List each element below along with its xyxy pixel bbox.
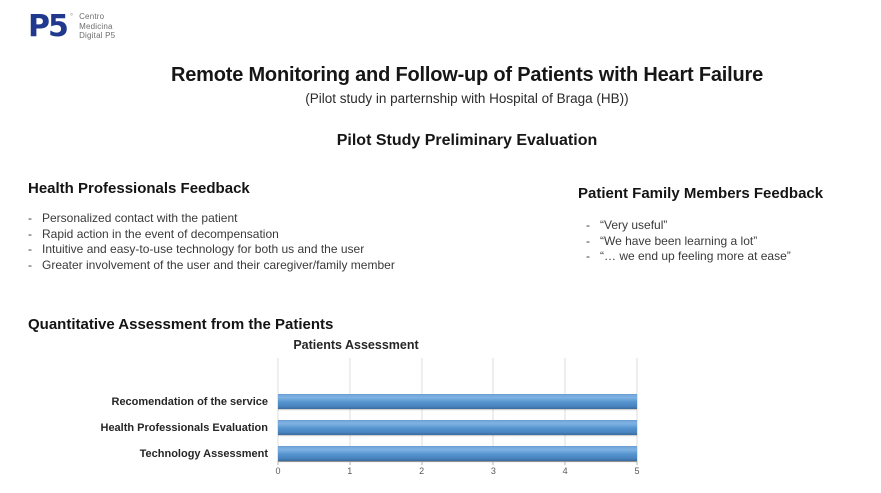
gridline bbox=[492, 358, 494, 461]
gridline bbox=[564, 358, 566, 461]
bullet-item: -Intuitive and easy-to-use technology fo… bbox=[28, 242, 538, 258]
bullet-text: Rapid action in the event of decompensat… bbox=[42, 226, 279, 241]
chart-title: Patients Assessment bbox=[293, 338, 419, 352]
family-members-panel: Patient Family Members Feedback -“Very u… bbox=[578, 185, 868, 265]
bullet-text: “… we end up feeling more at ease” bbox=[600, 249, 791, 263]
x-tick-label: 1 bbox=[347, 466, 353, 476]
logo-p5-icon: P5 bbox=[28, 9, 69, 44]
chart-category-label: Technology Assessment bbox=[139, 447, 268, 460]
header: Remote Monitoring and Follow-up of Patie… bbox=[53, 64, 881, 106]
bullet-item: -Greater involvement of the user and the… bbox=[28, 258, 538, 274]
x-tick-label: 0 bbox=[275, 466, 281, 476]
bar bbox=[278, 420, 637, 435]
logo-text-line: Centro bbox=[79, 12, 105, 21]
bullet-dash-icon: - bbox=[586, 218, 590, 232]
chart-category-label: Recomendation of the service bbox=[111, 395, 269, 408]
health-professionals-heading: Health Professionals Feedback bbox=[28, 180, 250, 197]
tick-mark bbox=[636, 461, 638, 465]
chart-x-axis: 0 1 2 3 4 5 bbox=[275, 466, 640, 480]
bullet-dash-icon: - bbox=[28, 257, 32, 272]
section-title: Pilot Study Preliminary Evaluation bbox=[336, 132, 598, 149]
gridline bbox=[421, 358, 423, 461]
health-feedback-list: -Personalized contact with the patient-R… bbox=[28, 211, 538, 273]
bullet-dash-icon: - bbox=[28, 211, 32, 225]
bullet-item: -“… we end up feeling more at ease” bbox=[586, 249, 868, 265]
gridline bbox=[349, 358, 351, 461]
bullet-dash-icon: - bbox=[28, 226, 32, 241]
bullet-item: -Rapid action in the event of decompensa… bbox=[28, 227, 538, 243]
bullet-dash-icon: - bbox=[28, 242, 32, 256]
family-feedback-list: -“Very useful”-“We have been learning a … bbox=[586, 218, 868, 265]
chart-category-label: Health Professionals Evaluation bbox=[100, 421, 269, 434]
logo-text: Centro Medicina Digital P5 bbox=[79, 12, 115, 41]
tick-mark bbox=[277, 461, 279, 465]
chart-plot bbox=[277, 358, 638, 465]
bullet-dash-icon: - bbox=[586, 233, 590, 248]
slide-subtitle: (Pilot study in parternship with Hospita… bbox=[305, 91, 629, 106]
tick-mark bbox=[421, 461, 423, 465]
x-tick-label: 3 bbox=[490, 466, 496, 476]
bullet-text: “Very useful” bbox=[600, 218, 668, 232]
bullet-dash-icon: - bbox=[586, 249, 590, 263]
bullet-item: -“We have been learning a lot” bbox=[586, 234, 868, 250]
logo-trademark-icon: ° bbox=[69, 12, 74, 21]
tick-mark bbox=[492, 461, 494, 465]
bullet-item: -Personalized contact with the patient bbox=[28, 211, 538, 227]
tick-mark bbox=[564, 461, 566, 465]
logo: P5 ° Centro Medicina Digital P5 bbox=[28, 10, 115, 44]
logo-text-line: Digital P5 bbox=[79, 31, 116, 40]
bar bbox=[278, 394, 637, 409]
health-professionals-panel: Health Professionals Feedback -Personali… bbox=[28, 180, 538, 273]
x-tick-label: 4 bbox=[562, 466, 568, 476]
slide-title: Remote Monitoring and Follow-up of Patie… bbox=[170, 64, 764, 86]
bullet-text: Greater involvement of the user and thei… bbox=[42, 257, 395, 272]
x-tick-label: 2 bbox=[419, 466, 425, 476]
gridline bbox=[277, 358, 279, 461]
quantitative-heading: Quantitative Assessment from the Patient… bbox=[28, 316, 334, 333]
gridline bbox=[636, 358, 638, 461]
bullet-item: -“Very useful” bbox=[586, 218, 868, 234]
patients-assessment-chart: Patients Assessment Recomendation of the… bbox=[72, 338, 640, 490]
family-members-heading: Patient Family Members Feedback bbox=[578, 185, 824, 202]
x-tick-label: 5 bbox=[634, 466, 640, 476]
bullet-text: Personalized contact with the patient bbox=[42, 211, 238, 225]
tick-mark bbox=[349, 461, 351, 465]
bar bbox=[278, 446, 637, 461]
bullet-text: Intuitive and easy-to-use technology for… bbox=[42, 242, 365, 256]
bullet-text: “We have been learning a lot” bbox=[600, 233, 758, 248]
logo-text-line: Medicina bbox=[79, 21, 113, 31]
